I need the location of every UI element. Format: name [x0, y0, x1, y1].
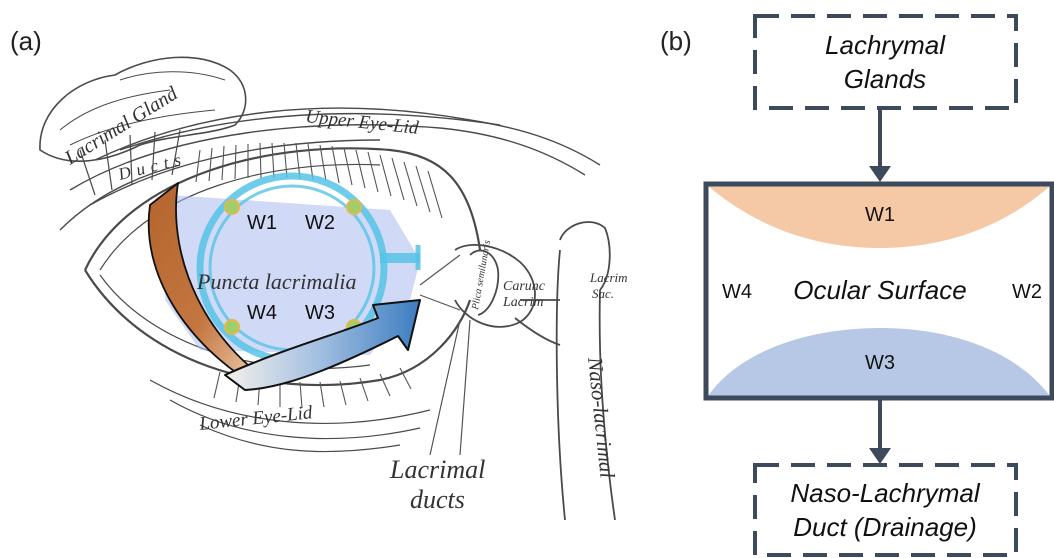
electrode-label-w4: W4	[247, 302, 277, 324]
ducts-caption-line2: ducts	[410, 485, 465, 514]
lachrymal-glands-line2: Glands	[844, 64, 926, 94]
electrode-label-w3: W3	[305, 302, 335, 324]
w1-label: W1	[865, 204, 895, 226]
puncta-label: Puncta lacrimalia	[196, 269, 356, 294]
flow-arrow-bottom	[869, 398, 891, 464]
w3-label: W3	[865, 352, 895, 374]
sac-label-line1: Lacrim	[589, 270, 628, 285]
sac-label-line2: Sac.	[592, 286, 614, 301]
panel-a-label: (a)	[10, 26, 42, 56]
caruncle-label-line1: Carunc	[503, 279, 546, 294]
electrode-pad-w2	[347, 200, 361, 214]
panel-a: (a) Lacrimal Gland Ducts	[10, 26, 628, 520]
ocular-surface-label: Ocular Surface	[793, 275, 966, 305]
w4-label: W4	[722, 281, 752, 303]
electrode-label-w1: W1	[247, 212, 277, 234]
electrode-pad-w1	[225, 200, 239, 214]
electrode-pad-w4	[225, 320, 239, 334]
naso-label: Naso-lacrimal	[583, 355, 620, 479]
caruncle-label-line2: Lacrim	[502, 295, 543, 310]
panel-b: (b) Lachrymal Glands W1 W3 W4 W2 Ocular …	[660, 16, 1052, 555]
w2-label: W2	[1012, 281, 1042, 303]
plica-label: Plica semilunaris	[470, 239, 493, 311]
electrode-label-w2: W2	[305, 212, 335, 234]
lacrimal-duct-lines	[420, 255, 470, 455]
sensor-connector	[380, 253, 420, 263]
naso-lachrymal-line1: Naso-Lachrymal	[790, 478, 981, 508]
naso-lachrymal-line2: Duct (Drainage)	[793, 512, 977, 542]
panel-b-label: (b)	[660, 26, 692, 56]
ducts-caption-line1: Lacrimal	[389, 455, 485, 484]
lachrymal-glands-line1: Lachrymal	[825, 30, 946, 60]
flow-arrow-top	[869, 108, 891, 182]
